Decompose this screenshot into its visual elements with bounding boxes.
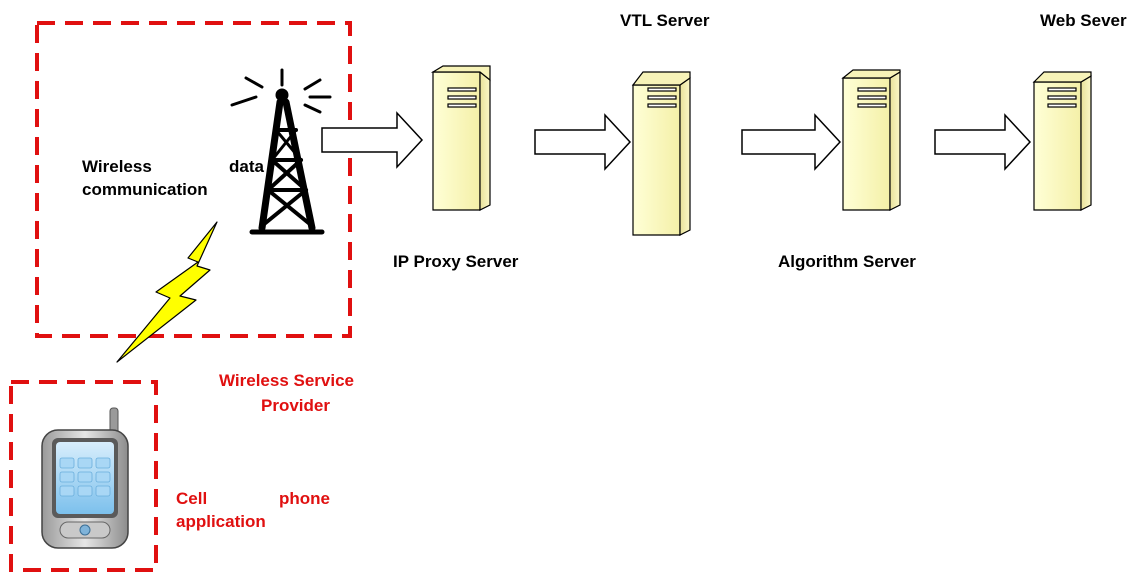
cell-word: Cell	[176, 489, 208, 508]
arrow-right-icon	[741, 113, 842, 171]
phone-word: phone	[279, 489, 330, 508]
web-server-label: Web Sever	[1040, 11, 1127, 30]
provider-label-line2: Provider	[261, 396, 330, 415]
server-icon	[430, 65, 491, 211]
arrow-right-icon	[534, 113, 632, 171]
server-icon	[1032, 71, 1092, 211]
algorithm-server-label: Algorithm Server	[778, 252, 916, 271]
provider-label-line1: Wireless Service	[219, 371, 354, 390]
cell-phone-label-line2: application	[176, 512, 266, 531]
cell-phone-icon	[41, 407, 129, 549]
cell-phone-box	[9, 380, 158, 572]
vtl-server-label: VTL Server	[620, 11, 710, 30]
wireless-provider-box	[35, 21, 352, 338]
radio-tower-icon	[230, 68, 332, 235]
ip-proxy-server-label: IP Proxy Server	[393, 252, 519, 271]
server-icon	[841, 69, 901, 211]
wireless-word: Wireless	[82, 157, 152, 176]
wireless-data-label-line1: Wireless data	[82, 157, 264, 177]
arrow-right-icon	[321, 111, 424, 169]
data-word: data	[229, 157, 264, 176]
wireless-data-label-line2: communication	[82, 180, 208, 199]
lightning-icon	[116, 221, 218, 363]
arrow-right-icon	[934, 113, 1032, 171]
server-icon	[631, 71, 691, 236]
cell-phone-label-line1: Cell phone	[176, 489, 330, 509]
